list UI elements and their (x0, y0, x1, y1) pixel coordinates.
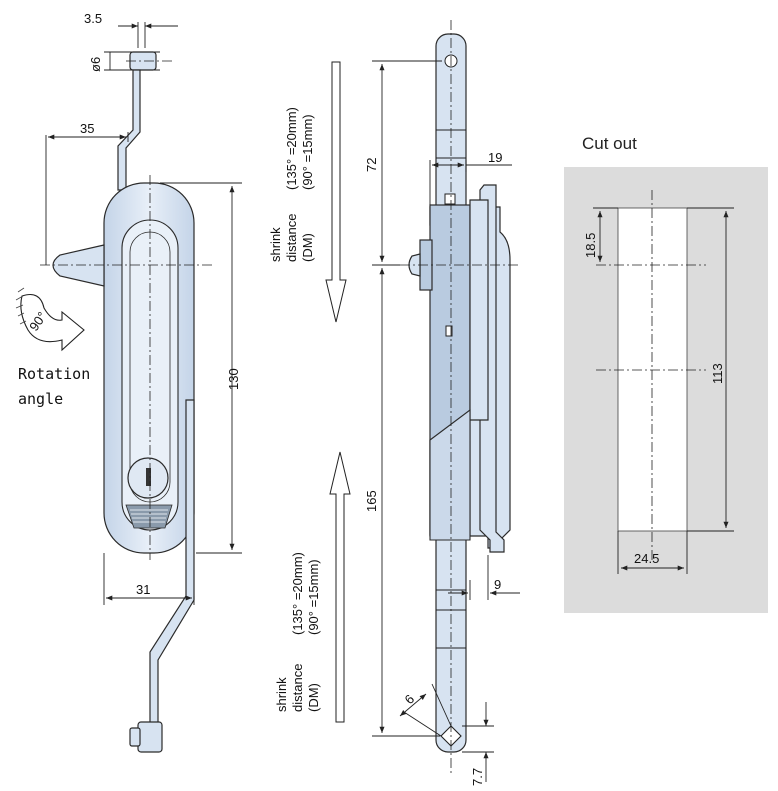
shrink-distance-bottom: shrink distance (DM) (135° =20mm) (90° =… (274, 552, 321, 712)
svg-text:distance: distance (290, 664, 305, 712)
dim-3-5: 3.5 (84, 11, 102, 26)
dim-35: 35 (80, 121, 94, 136)
svg-text:(135° =20mm): (135° =20mm) (284, 107, 299, 190)
rotation-label-line2: angle (18, 390, 63, 408)
shrink-arrow-down (325, 61, 347, 323)
svg-text:shrink: shrink (268, 227, 283, 262)
dim-24-5: 24.5 (634, 551, 659, 566)
cutout-hole (617, 207, 688, 532)
shrink-arrow-up (329, 451, 351, 723)
dim-165: 165 (364, 490, 379, 512)
dim-130: 130 (226, 368, 241, 390)
dim-72: 72 (364, 158, 379, 172)
cutout-title: Cut out (582, 134, 637, 153)
svg-text:shrink: shrink (274, 677, 289, 712)
dim-19: 19 (488, 150, 502, 165)
grip-area (125, 504, 173, 529)
top-rod (117, 69, 141, 191)
bottom-pin (137, 721, 163, 753)
svg-text:(90° =15mm): (90° =15mm) (300, 114, 315, 190)
svg-text:(DM): (DM) (306, 683, 321, 712)
side-lever (52, 244, 105, 287)
shrink-distance-top: shrink distance (DM) (135° =20mm) (90° =… (268, 107, 315, 262)
svg-text:(135° =20mm): (135° =20mm) (290, 552, 305, 635)
rotation-label-line1: Rotation (18, 365, 90, 383)
svg-text:(DM): (DM) (300, 233, 315, 262)
dim-9: 9 (494, 577, 501, 592)
front-view: 3.5 ø6 35 130 31 (15, 11, 242, 753)
svg-text:distance: distance (284, 214, 299, 262)
side-view: shrink distance (DM) (135° =20mm) (90° =… (268, 20, 520, 786)
dim-diameter-6: ø6 (88, 57, 103, 72)
rotation-arrow-icon: 90° (15, 287, 85, 352)
dim-113: 113 (710, 363, 725, 384)
dim-7-7: 7.7 (470, 768, 485, 786)
cutout-view: Cut out 18.5 113 24.5 (564, 134, 768, 613)
dim-6: 6 (402, 691, 418, 707)
dim-18-5: 18.5 (583, 233, 598, 258)
svg-text:(90° =15mm): (90° =15mm) (306, 559, 321, 635)
dim-31: 31 (136, 582, 150, 597)
